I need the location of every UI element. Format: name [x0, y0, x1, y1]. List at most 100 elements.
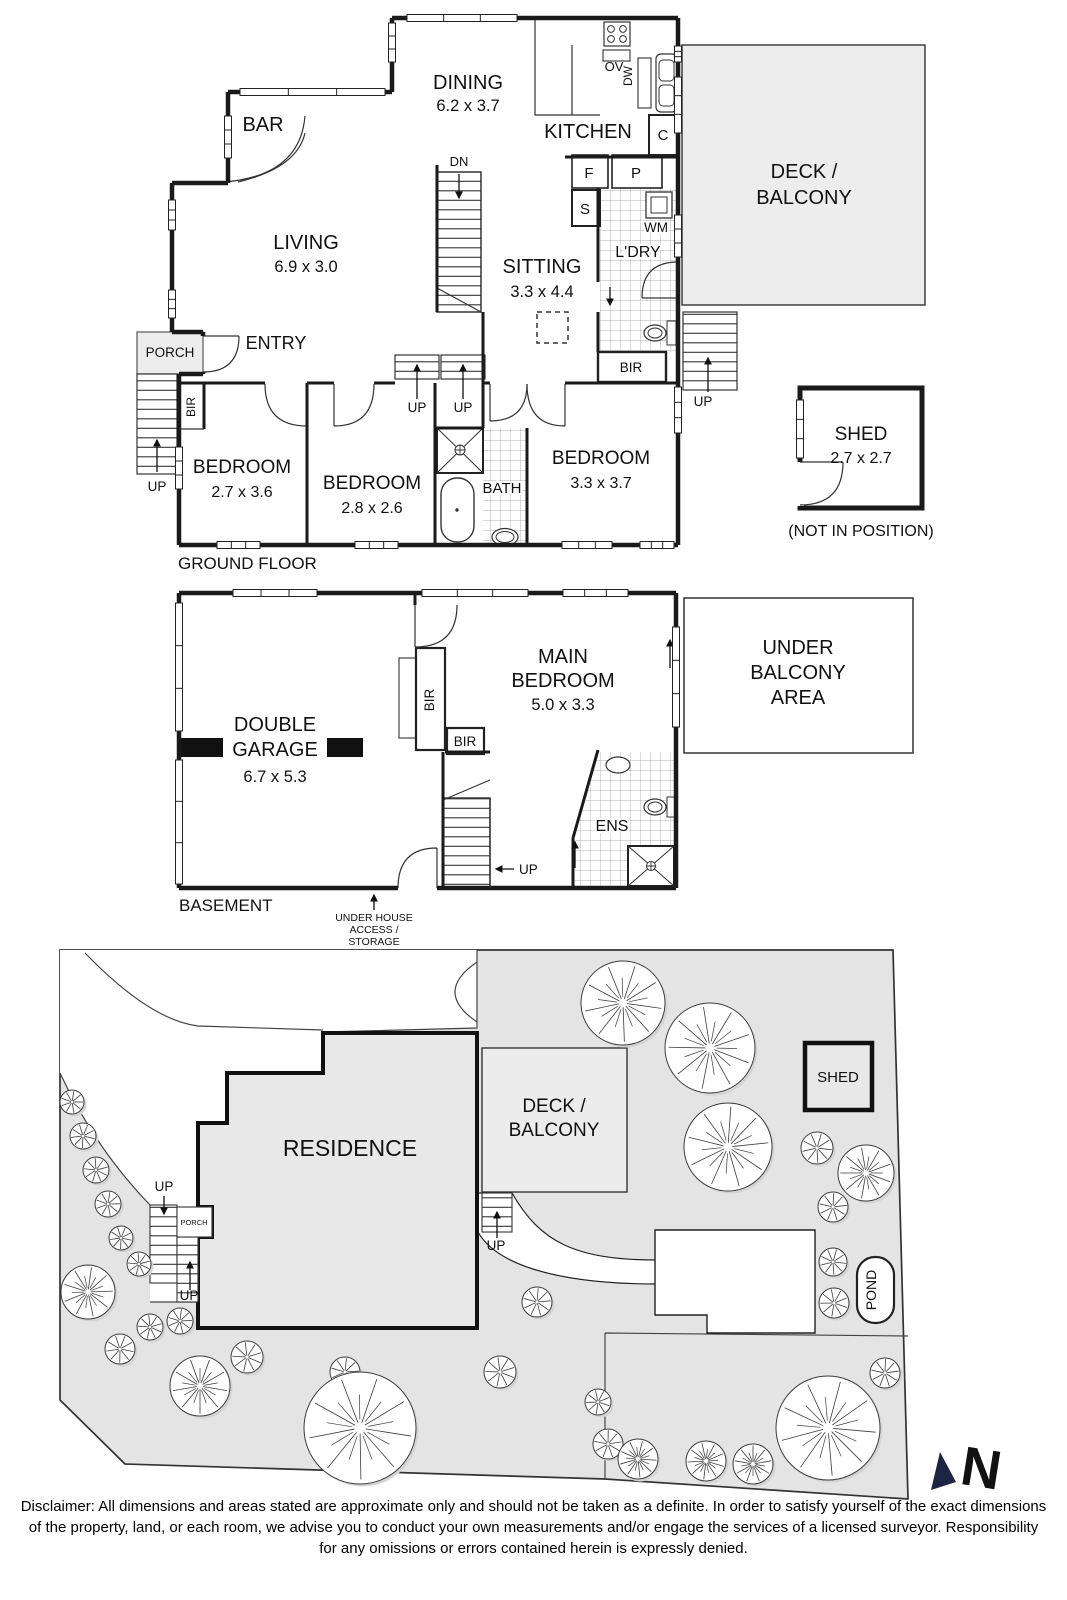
interior-walls — [179, 155, 678, 545]
sink-icon — [655, 53, 678, 113]
dishwasher-icon — [637, 57, 652, 109]
kitchen-bench — [534, 20, 600, 116]
window — [168, 289, 176, 319]
label-dishwasher: DW — [621, 65, 635, 86]
window — [796, 399, 804, 459]
tree-icon — [126, 1251, 154, 1279]
label-up-basement: UP — [519, 862, 538, 877]
tree-icon — [82, 1156, 112, 1186]
label-oven: OV — [605, 59, 624, 74]
label-main-bedroom-dims: 5.0 x 3.3 — [531, 696, 594, 714]
label-bir-small: BIR — [454, 734, 477, 749]
site-arrows — [160, 1196, 501, 1290]
tree-icon — [60, 1264, 118, 1322]
basement-interior-walls — [413, 593, 600, 888]
label-bedroom3-dims: 3.3 x 3.7 — [570, 475, 631, 492]
window — [175, 602, 183, 732]
garage-bar-left — [179, 738, 223, 757]
label-residence: RESIDENCE — [283, 1135, 417, 1161]
store-box — [571, 189, 601, 227]
robe-front — [398, 657, 417, 739]
label-up-hall1: UP — [408, 400, 427, 415]
label-dn: DN — [450, 154, 469, 169]
oven-icon — [602, 49, 631, 62]
window — [175, 446, 183, 490]
tree-icon — [818, 1287, 852, 1321]
label-under-balcony-3: AREA — [771, 687, 826, 709]
shower-icon — [436, 427, 484, 474]
tree-icon — [685, 1440, 729, 1484]
tree-icon — [817, 1191, 851, 1225]
label-bedroom1: BEDROOM — [193, 457, 291, 478]
label-site-up-3: UP — [487, 1238, 506, 1253]
disclaimer-line-2: of the property, land, or each room, we … — [28, 1519, 1039, 1536]
tree-icon — [617, 1438, 661, 1482]
label-under-balcony-1: UNDER — [762, 637, 833, 659]
window — [239, 88, 386, 96]
window — [168, 199, 176, 231]
north-compass-icon: N — [931, 1434, 1006, 1502]
windows — [168, 14, 804, 885]
label-bir-rear: BIR — [620, 360, 643, 375]
label-garage-1: DOUBLE — [234, 714, 316, 736]
window — [216, 541, 261, 549]
tree-icon — [136, 1313, 166, 1343]
gate-icon — [454, 961, 478, 1023]
label-shed-dims: 2.7 x 2.7 — [830, 450, 891, 467]
tree-icon — [664, 1002, 758, 1096]
label-under-house-3: STORAGE — [348, 936, 399, 948]
stairs-down — [436, 171, 482, 313]
label-bir-tall: BIR — [422, 689, 437, 712]
ensuite-toilet-icon — [643, 796, 677, 818]
window — [354, 541, 399, 549]
deck-balcony-area — [681, 44, 926, 306]
label-shed: SHED — [835, 424, 888, 445]
residence-outline — [196, 1031, 479, 1330]
washing-machine-icon — [645, 191, 673, 219]
basement-arrows — [370, 638, 674, 910]
label-site-up-1: UP — [155, 1179, 174, 1194]
window — [674, 76, 682, 134]
ensuite-shower-icon — [627, 845, 675, 887]
window — [674, 45, 682, 63]
tree-icon — [584, 1388, 614, 1418]
tree-icon — [580, 960, 668, 1048]
tree-icon — [483, 1355, 519, 1391]
site-plan: RESIDENCE DECK / BALCONY PORCH UP UP UP … — [59, 949, 1006, 1502]
tree-icon — [166, 1307, 196, 1337]
site-shed — [802, 1040, 875, 1113]
lower-terrace — [654, 1229, 816, 1334]
tree-icon — [303, 1371, 419, 1487]
label-garage-dims: 6.7 x 5.3 — [243, 768, 306, 786]
bar-counter — [223, 115, 306, 183]
tree-icon — [732, 1443, 776, 1487]
label-dining-dims: 6.2 x 3.7 — [436, 97, 499, 115]
tree-icon — [869, 1357, 903, 1391]
label-bath: BATH — [483, 480, 522, 497]
label-garage-2: GARAGE — [232, 739, 318, 761]
label-bedroom3: BEDROOM — [552, 448, 650, 469]
shed-plan — [796, 385, 925, 511]
label-cupboard: C — [658, 127, 669, 144]
window — [421, 589, 529, 597]
window — [674, 214, 682, 258]
under-balcony-area — [683, 597, 914, 754]
deck-stairs — [682, 311, 738, 391]
ground-floor-plan: BAR DINING 6.2 x 3.7 KITCHEN LIVING 6.9 … — [136, 15, 934, 573]
label-under-balcony-2: BALCONY — [750, 662, 846, 684]
label-sitting-dims: 3.3 x 4.4 — [510, 283, 573, 301]
label-up-porch: UP — [148, 479, 167, 494]
label-north: N — [957, 1434, 1006, 1501]
bath-toilet-icon — [491, 527, 519, 547]
label-site-porch: PORCH — [180, 1218, 207, 1227]
direction-arrows — [153, 174, 712, 472]
label-under-house-2: ACCESS / — [349, 924, 398, 936]
tree-icon — [108, 1225, 136, 1253]
window — [672, 626, 680, 728]
tree-icon — [94, 1190, 124, 1220]
label-fridge: F — [584, 165, 593, 182]
bathtub-icon — [440, 477, 475, 543]
label-site-deck-1: DECK / — [522, 1096, 586, 1117]
cupboard-box — [648, 114, 679, 156]
